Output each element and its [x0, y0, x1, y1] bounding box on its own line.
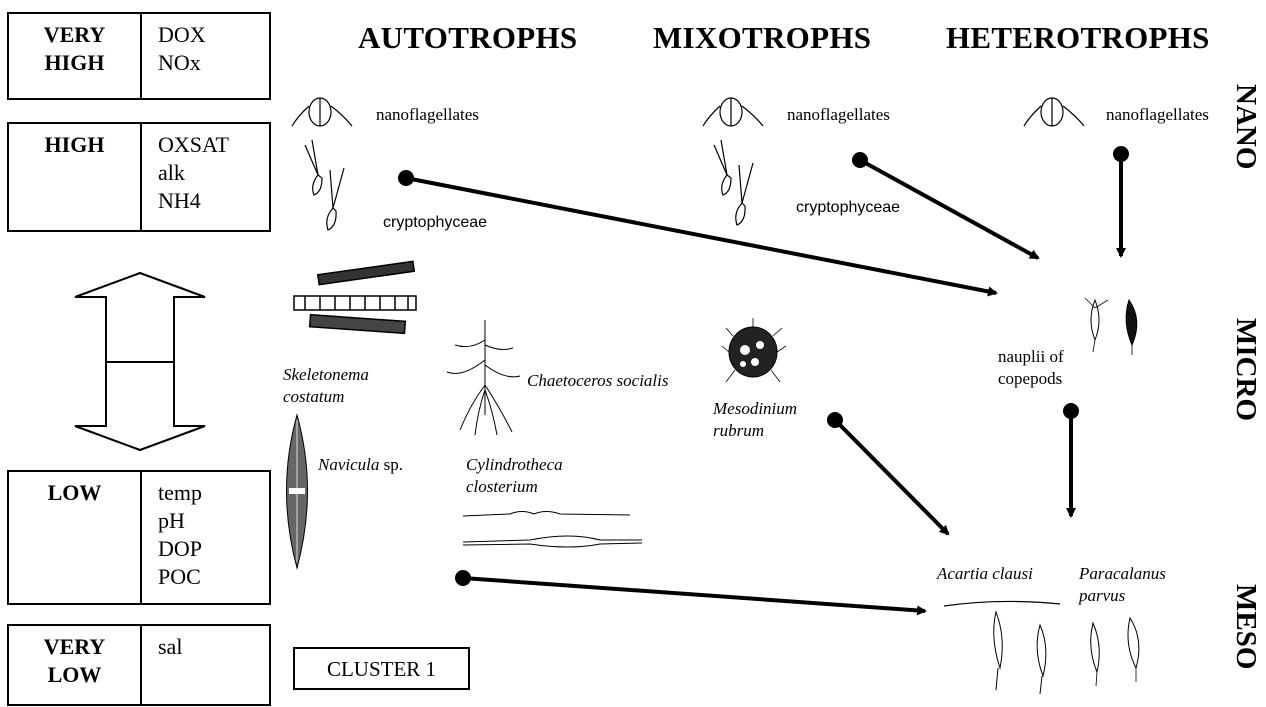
paracalanus-sketch — [1091, 618, 1139, 686]
nanoflagellate-auto-sketch — [292, 98, 352, 126]
nauplii-sketch — [1085, 298, 1137, 355]
mesodinium-sketch — [722, 318, 786, 382]
cryptophyceae-mixo-sketch — [714, 140, 753, 225]
nanoflagellate-mixo-sketch — [703, 98, 763, 126]
acartia-sketch — [944, 601, 1060, 694]
gradient-double-arrow — [75, 273, 205, 450]
cryptophyceae-auto-sketch — [305, 140, 344, 230]
navicula-sketch — [287, 415, 308, 568]
arrow-crypto-mixo-to-nauplii — [852, 152, 1038, 258]
arrow-crypto-auto-to-nauplii — [398, 170, 996, 293]
nanoflagellate-hetero-sketch — [1024, 98, 1084, 126]
skeletonema-sketch — [294, 261, 416, 333]
arrow-nano-hetero-to-nauplii — [1113, 146, 1129, 256]
arrow-nauplii-to-copepods — [1063, 403, 1079, 516]
cylindrotheca-sketch — [463, 512, 642, 548]
chaetoceros-sketch — [447, 320, 520, 435]
arrow-mesodinium-to-copepods — [827, 412, 948, 534]
arrow-diatoms-to-copepods — [455, 570, 925, 611]
